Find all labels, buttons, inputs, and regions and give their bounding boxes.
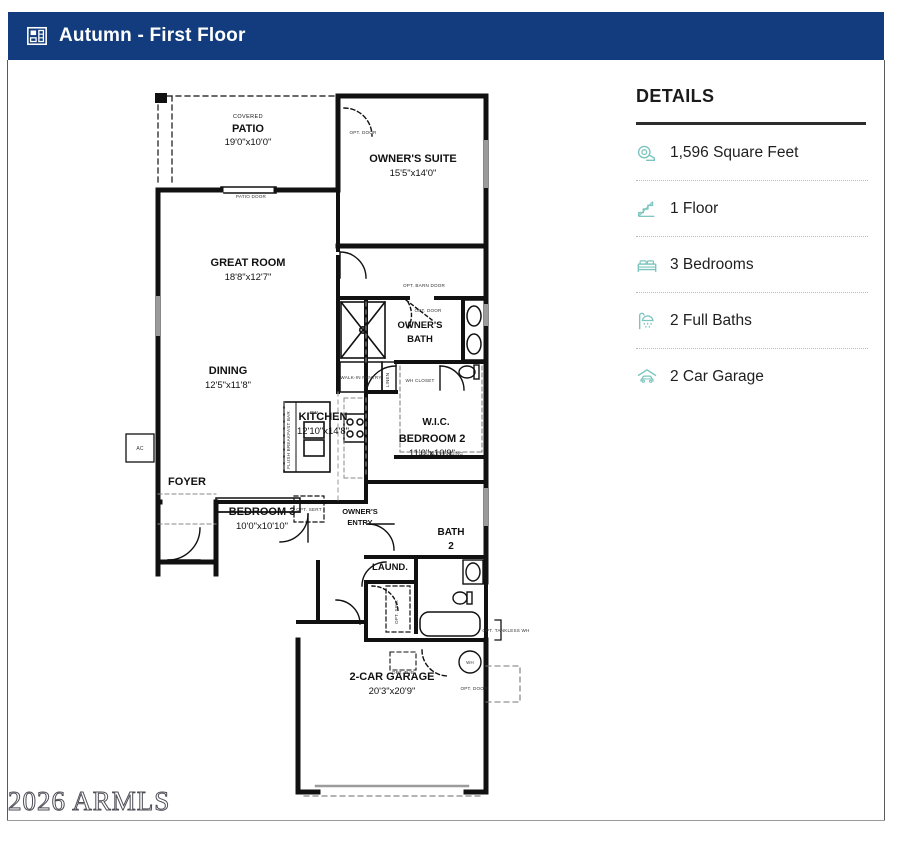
- annotation-opt-door-bath: OPT. DOOR: [414, 308, 442, 313]
- details-panel: DETAILS 1,596 Square Feet 1 Floor: [636, 86, 868, 405]
- label-owners-entry-line2: ENTRY: [347, 518, 372, 527]
- detail-row-square-feet: 1,596 Square Feet: [636, 125, 868, 181]
- patio-door: [220, 186, 277, 194]
- windows: [156, 140, 488, 526]
- bed-icon: [636, 254, 658, 276]
- floorplan-drawing: COVERED PATIO 19'0"x10'0" OWNER'S SUITE …: [8, 62, 618, 818]
- patio-outline: [157, 95, 339, 187]
- annotation-opt-door-patio: OPT. DOOR: [349, 130, 377, 135]
- label-garage: 2-CAR GARAGE: [350, 671, 435, 683]
- detail-row-baths: 2 Full Baths: [636, 293, 868, 349]
- label-patio: PATIO: [232, 123, 264, 135]
- lower-counter-dashed: [157, 493, 217, 525]
- exterior-walls: [155, 93, 489, 585]
- annotation-opt-door-garage: OPT. DOOR: [460, 686, 488, 691]
- label-owners-suite: OWNER'S SUITE: [369, 153, 457, 165]
- annotation-opt-tankless-wh: OPT. TANKLESS WH: [482, 628, 529, 633]
- owners-toilet: [458, 364, 480, 380]
- label-bedroom3-dims: 10'0"x10'10": [236, 521, 288, 532]
- detail-row-garage: 2 Car Garage: [636, 349, 868, 405]
- tape-measure-icon: [636, 142, 658, 164]
- details-divider: [636, 122, 866, 125]
- label-great-room-dims: 18'8"x12'7": [225, 272, 272, 283]
- detail-label-square-feet: 1,596 Square Feet: [670, 143, 799, 161]
- watermark: 2026 ARMLS: [7, 786, 171, 817]
- detail-label-bedrooms: 3 Bedrooms: [670, 255, 754, 273]
- detail-label-floors: 1 Floor: [670, 199, 719, 217]
- annotation-flush-breakfast-bar: FLUSH BREAKFAST BAR: [286, 411, 291, 469]
- water-heater: [458, 650, 482, 674]
- label-dining: DINING: [209, 365, 248, 377]
- owners-shower: [339, 300, 387, 360]
- label-garage-dims: 20'3"x20'9": [369, 686, 416, 697]
- annotation-wh: WH: [466, 660, 474, 665]
- annotation-linen: LINEN: [385, 373, 390, 388]
- annotation-wh-closet: WH CLOSET: [405, 378, 434, 383]
- label-laundry: LAUND.: [372, 562, 408, 573]
- label-wic: W.I.C.: [422, 417, 449, 428]
- label-bedroom3: BEDROOM 3: [229, 506, 296, 518]
- ac-unit: [125, 433, 155, 463]
- bath2-tub: [419, 611, 481, 637]
- wic-hanging: [399, 365, 483, 453]
- opt-tub-dashed: [389, 651, 417, 671]
- annotation-opt-tub: OPT. TUB: [392, 670, 414, 675]
- bath2-toilet: [452, 591, 473, 605]
- drop-zone: [215, 497, 301, 513]
- interior-dashed-guides: [337, 301, 367, 503]
- patio-post: [155, 93, 167, 103]
- kitchen-counters: [343, 397, 365, 479]
- detail-row-bedrooms: 3 Bedrooms: [636, 237, 868, 293]
- owners-vanity: [462, 299, 486, 361]
- floorplan-svg: COVERED PATIO 19'0"x10'0" OWNER'S SUITE …: [125, 93, 529, 797]
- garage-walls: [295, 637, 489, 795]
- label-kitchen: KITCHEN: [299, 411, 348, 423]
- frame-border-right: [884, 60, 885, 820]
- label-kitchen-dims: 12'10"x14'8": [297, 426, 349, 437]
- annotation-dw: DW: [310, 410, 319, 415]
- detail-label-baths: 2 Full Baths: [670, 311, 752, 329]
- opt-servery: [293, 495, 325, 523]
- label-bath2-line2: 2: [448, 541, 454, 552]
- detail-row-floors: 1 Floor: [636, 181, 868, 237]
- annotation-ac: AC: [136, 446, 144, 452]
- annotation-opt-svc: OPT. SERT: [296, 507, 321, 512]
- label-owners-suite-dims: 15'5"x14'0": [390, 168, 437, 179]
- stairs-icon: [636, 198, 658, 220]
- annotation-walk-in-pantry: WALK-IN PANTRY: [340, 375, 381, 380]
- garage-car-icon: [636, 366, 658, 388]
- label-dining-dims: 12'5"x11'8": [205, 380, 251, 391]
- page-header: Autumn - First Floor: [8, 12, 884, 60]
- annotation-opt-barn-door: OPT. BARN DOOR: [403, 283, 446, 288]
- floorplan-icon: [26, 25, 48, 47]
- label-owners-bath-line1: OWNER'S: [397, 320, 442, 331]
- walk-in-pantry: [339, 361, 383, 393]
- label-bedroom2: BEDROOM 2: [399, 433, 466, 445]
- door-swings: [167, 107, 465, 677]
- opt-tankless-wh: [494, 619, 502, 641]
- frame-border-bottom: [7, 820, 885, 821]
- label-covered: COVERED: [233, 114, 263, 120]
- annotation-opt-sink: OPT. SINK: [394, 599, 399, 624]
- detail-label-garage: 2 Car Garage: [670, 368, 764, 385]
- label-patio-dims: 19'0"x10'0": [225, 137, 272, 148]
- label-owners-entry-line1: OWNER'S: [342, 507, 378, 516]
- label-foyer: FOYER: [168, 476, 206, 488]
- page-title: Autumn - First Floor: [59, 25, 246, 46]
- label-bath2-line1: BATH: [437, 527, 464, 538]
- shower-icon: [636, 310, 658, 332]
- label-bedroom2-dims: 11'0"x10'9": [409, 448, 455, 459]
- bath2-sink: [462, 559, 484, 585]
- opt-garage-door-area: [485, 665, 521, 703]
- annotation-double-hanging: DOUBLE HANGING: [419, 451, 464, 456]
- annotation-patio-door: PATIO DOOR: [236, 194, 267, 199]
- frame-border-left: [7, 60, 8, 820]
- label-great-room: GREAT ROOM: [211, 257, 286, 269]
- details-title: DETAILS: [636, 86, 715, 106]
- label-owners-bath-line2: BATH: [407, 334, 433, 345]
